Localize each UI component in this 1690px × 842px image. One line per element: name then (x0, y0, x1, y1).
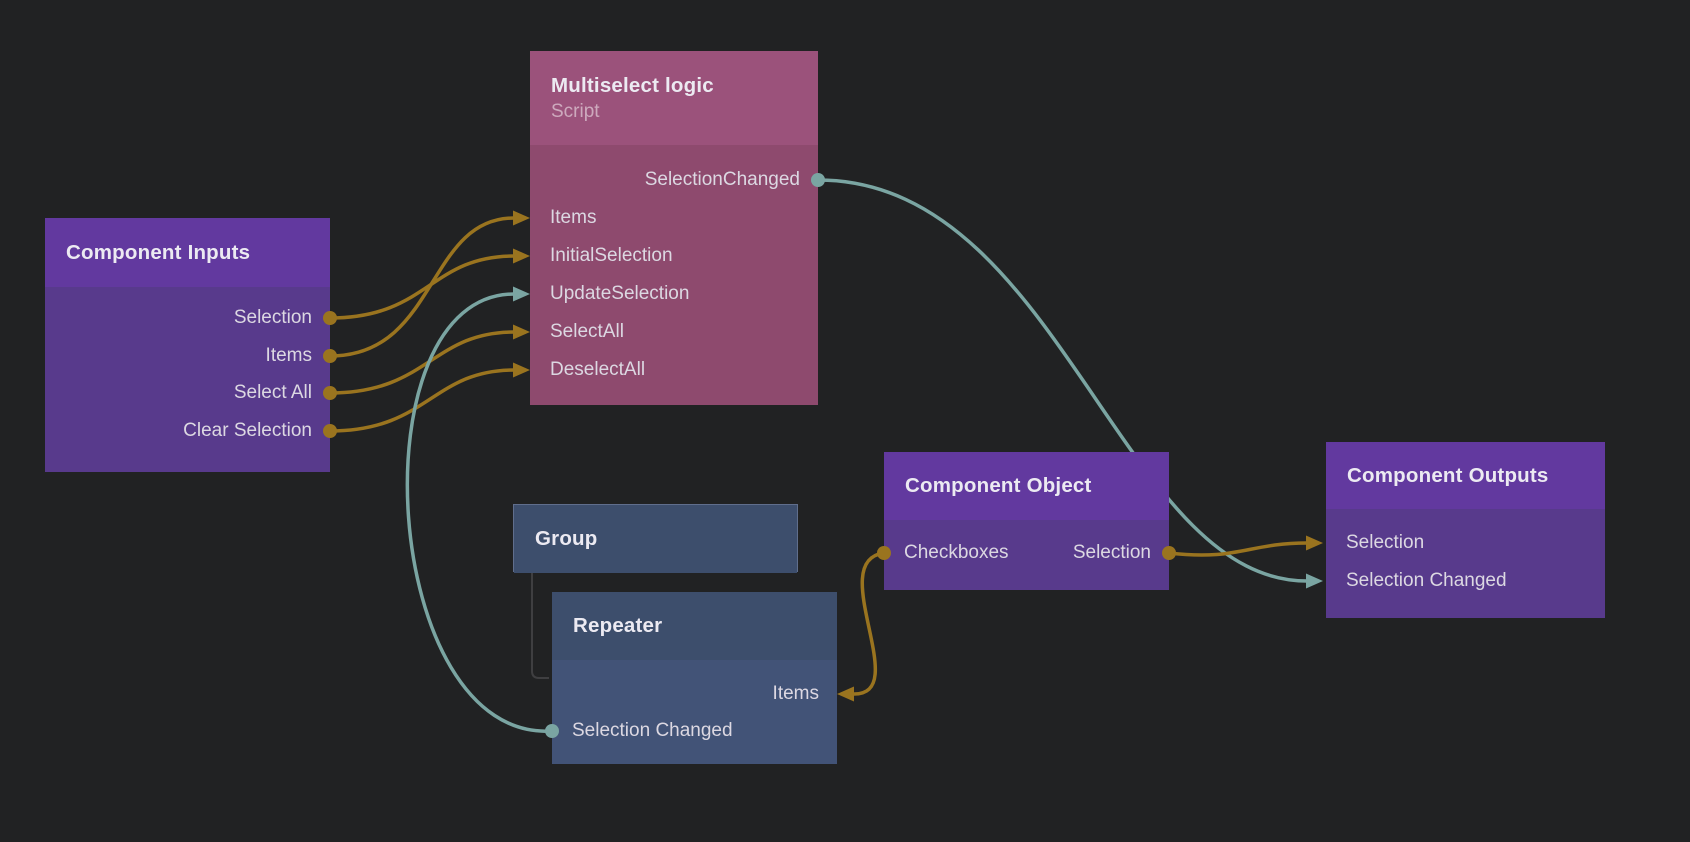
port-label-selection-changed[interactable]: Selection Changed (1346, 570, 1507, 591)
wire-line[interactable] (1167, 541, 1309, 557)
node-title: Group (535, 527, 598, 550)
node-header[interactable]: Repeater (552, 592, 837, 660)
node-header[interactable]: Component Outputs (1326, 442, 1605, 509)
wire-arrowhead[interactable] (837, 686, 854, 702)
wire-arrowhead[interactable] (513, 324, 530, 340)
wire-arrowhead[interactable] (513, 248, 530, 264)
port-label-selectall[interactable]: SelectAll (550, 321, 624, 342)
node-header[interactable]: Group (514, 505, 797, 573)
node-group[interactable]: Group (513, 504, 798, 573)
wire-line[interactable] (405, 292, 554, 733)
hierarchy-connector (531, 572, 549, 679)
wire-arrowhead[interactable] (1306, 535, 1323, 551)
node-title: Multiselect logic (551, 73, 714, 97)
port-dot-component-inputs-items[interactable] (323, 349, 337, 363)
port-dot-multiselect-logic-selectionchanged[interactable] (811, 173, 825, 187)
port-label-select-all[interactable]: Select All (233, 382, 312, 403)
port-dot-component-object-selection[interactable] (1162, 546, 1176, 560)
wire-arrowhead[interactable] (1306, 573, 1323, 589)
node-title: Repeater (573, 614, 663, 637)
port-dot-repeater-selection-changed[interactable] (545, 724, 559, 738)
port-label-checkboxes[interactable]: Checkboxes (904, 542, 1009, 563)
node-title: Component Outputs (1347, 463, 1549, 487)
wire-arrowhead[interactable] (513, 286, 530, 302)
wire-line[interactable] (851, 551, 886, 696)
wire-line[interactable] (816, 178, 1309, 583)
node-title: Component Object (905, 474, 1092, 497)
port-dot-component-object-checkboxes[interactable] (877, 546, 891, 560)
port-label-deselectall[interactable]: DeselectAll (550, 359, 646, 380)
node-header[interactable]: Component Object (884, 452, 1169, 520)
port-label-items[interactable]: Items (772, 683, 819, 704)
port-label-selection-changed[interactable]: Selection Changed (572, 720, 733, 741)
wire-line[interactable] (328, 368, 516, 433)
port-dot-component-inputs-clear-selection[interactable] (323, 424, 337, 438)
node-subtitle: Script (551, 100, 600, 122)
wire-component-inputs-clear-selection--multiselect-logic-deselectall[interactable] (328, 362, 530, 433)
wire-line[interactable] (328, 216, 516, 358)
node-header[interactable]: Component Inputs (45, 218, 330, 287)
port-label-selectionchanged[interactable]: SelectionChanged (644, 169, 800, 190)
wire-component-object-checkboxes--repeater-items[interactable] (837, 551, 886, 702)
port-dot-component-inputs-select-all[interactable] (323, 386, 337, 400)
wire-component-inputs-items--multiselect-logic-items[interactable] (328, 210, 530, 358)
wire-repeater-selection-changed--multiselect-logic-updateselection[interactable] (405, 286, 554, 733)
wire-line[interactable] (328, 254, 516, 320)
node-title: Component Inputs (66, 240, 251, 264)
wire-arrowhead[interactable] (513, 210, 530, 226)
wire-component-object-selection--component-outputs-selection[interactable] (1167, 535, 1323, 557)
port-label-selection[interactable]: Selection (1072, 542, 1151, 563)
port-label-items[interactable]: Items (550, 207, 597, 228)
port-label-selection[interactable]: Selection (233, 307, 312, 328)
port-label-items[interactable]: Items (265, 345, 312, 366)
wire-multiselect-logic-selectionchanged--component-outputs-selection-changed[interactable] (816, 178, 1323, 589)
wire-component-inputs-selection--multiselect-logic-initialselection[interactable] (328, 248, 530, 320)
port-label-initialselection[interactable]: InitialSelection (550, 245, 673, 266)
port-label-selection[interactable]: Selection (1346, 532, 1425, 553)
wire-arrowhead[interactable] (513, 362, 530, 378)
port-label-clear-selection[interactable]: Clear Selection (183, 420, 312, 441)
port-dot-component-inputs-selection[interactable] (323, 311, 337, 325)
port-label-updateselection[interactable]: UpdateSelection (550, 283, 690, 304)
